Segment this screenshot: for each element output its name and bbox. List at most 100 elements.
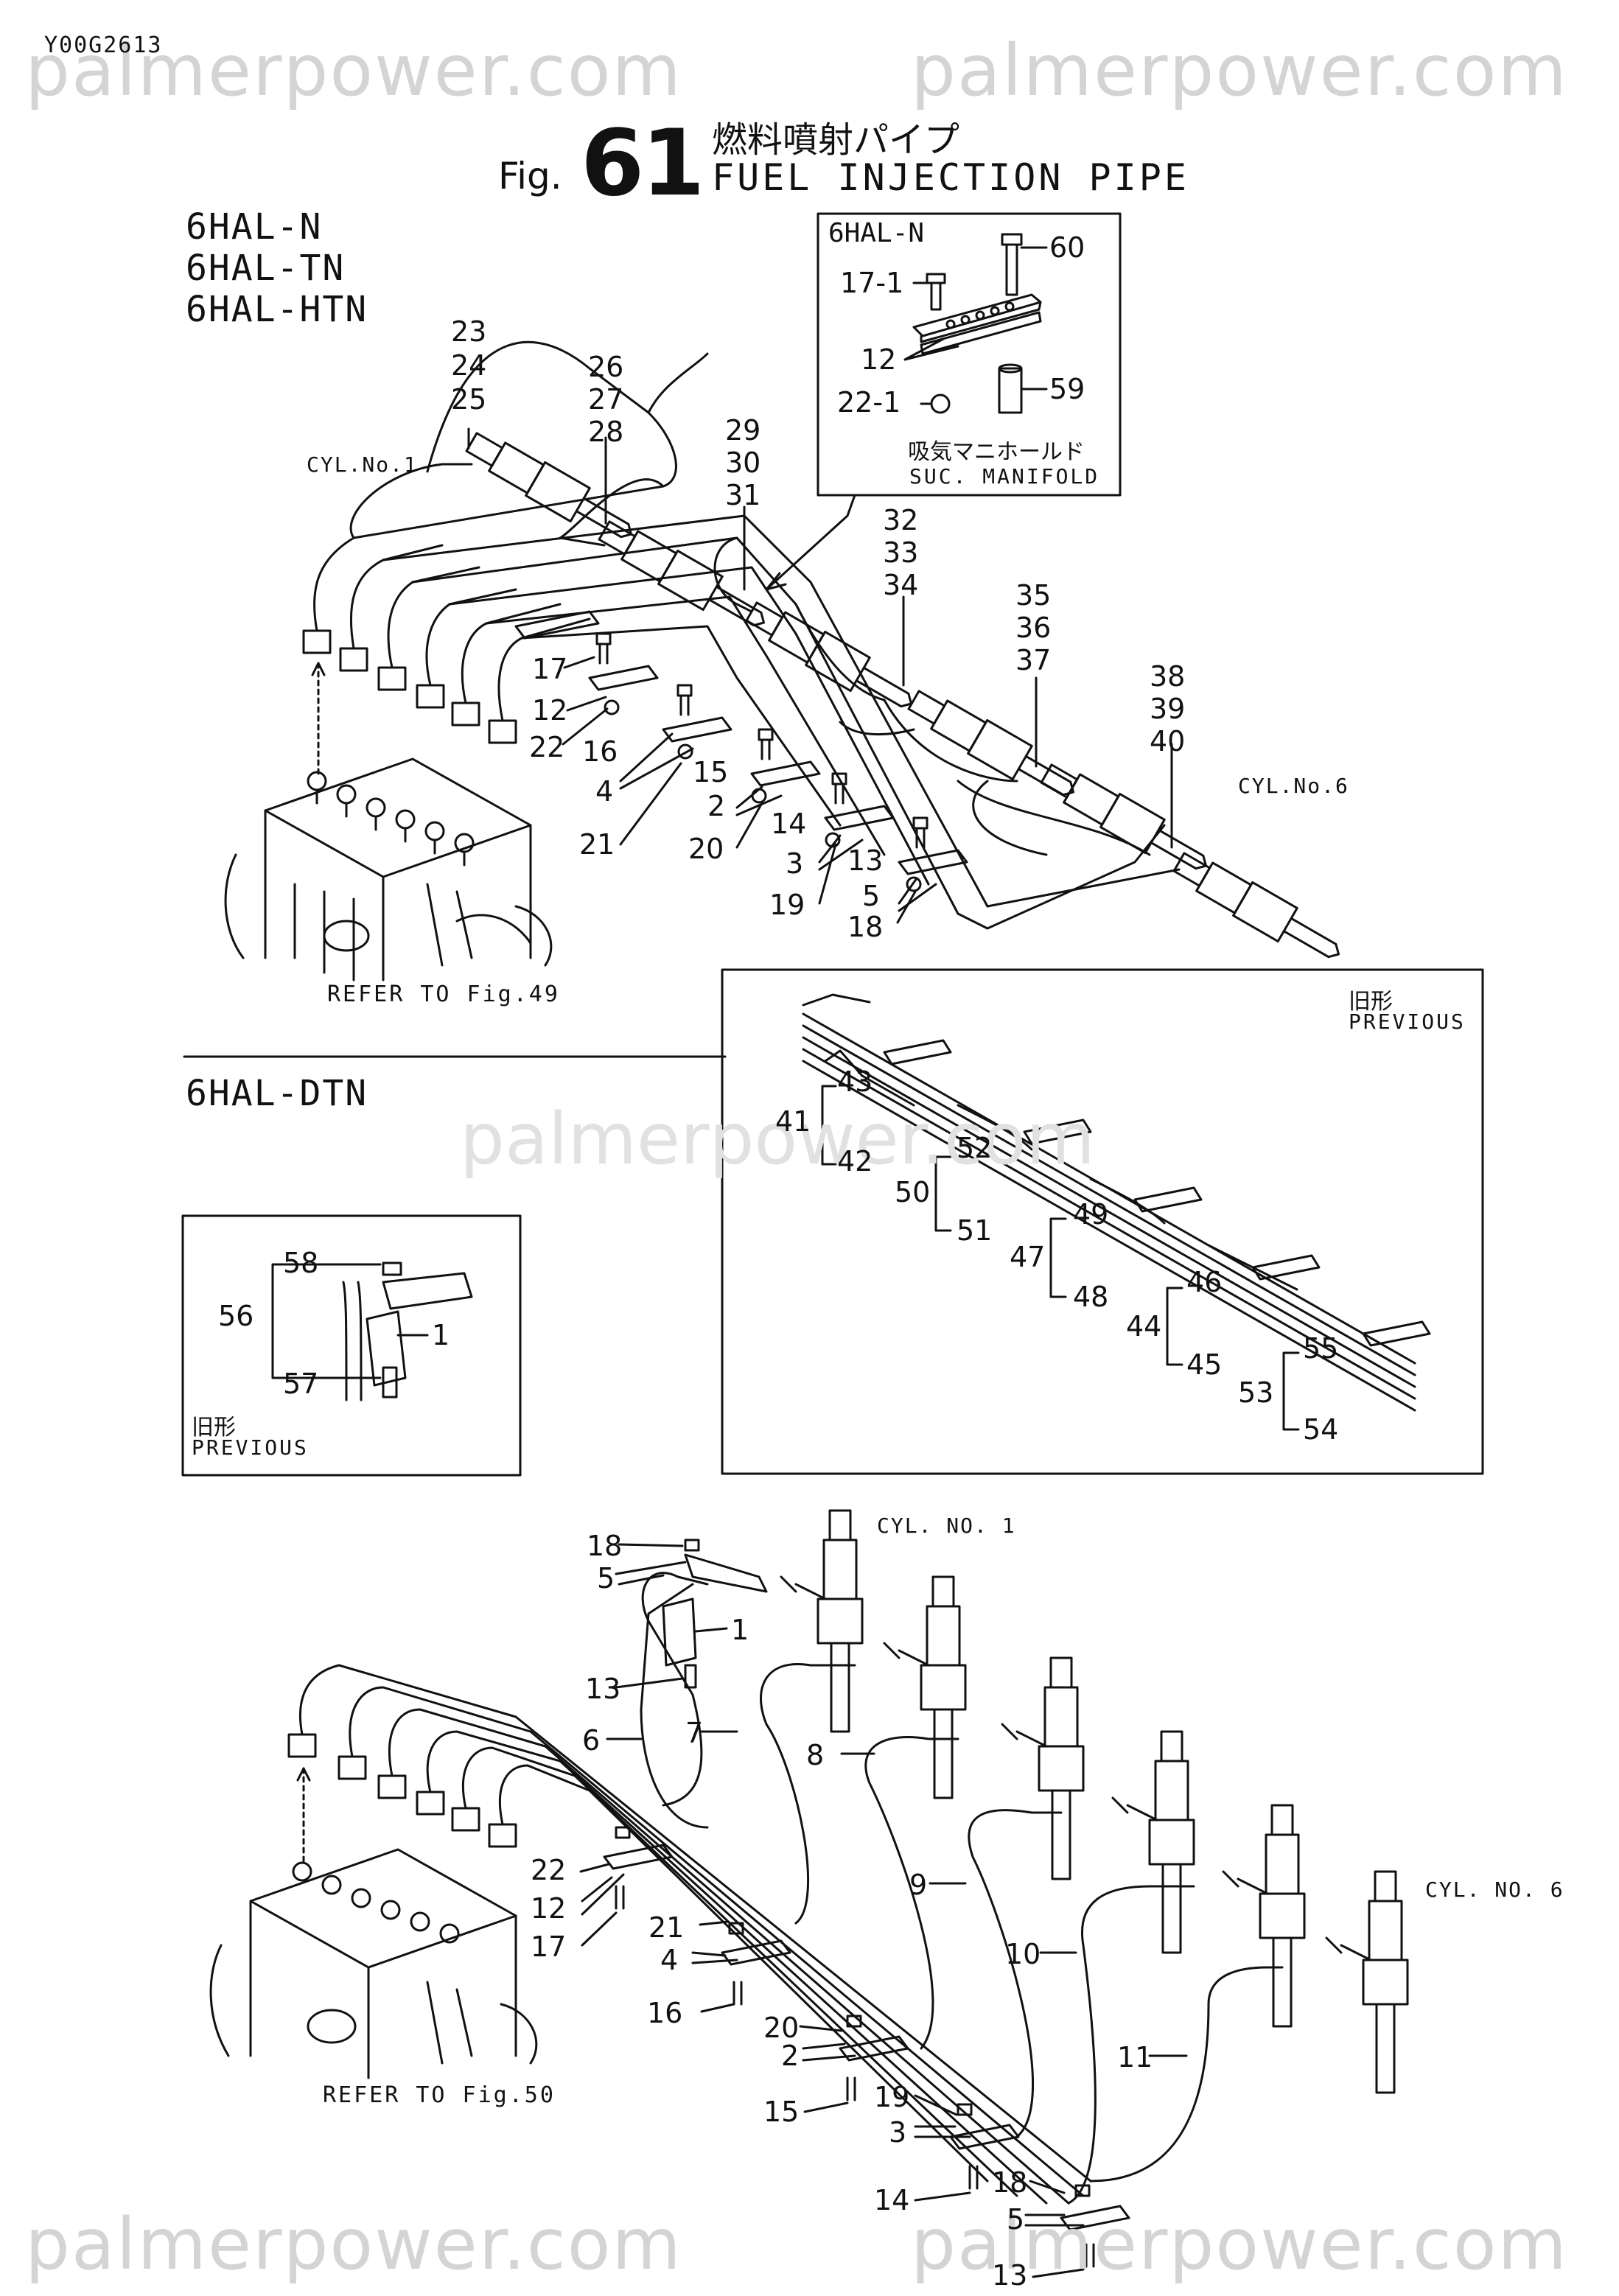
inset-model-label: 6HAL-N (828, 218, 925, 248)
bottom-callout-2: 2 (781, 2040, 800, 2072)
callout-stack-3-b: 30 (725, 447, 761, 479)
callout-stack-5-c: 37 (1015, 644, 1052, 676)
top-refer-note: REFER TO Fig.49 (327, 981, 560, 1007)
model-6hal-htn: 6HAL-HTN (186, 289, 368, 330)
watermark-top-right: palmerpower.com (911, 29, 1568, 112)
figure-number: 61 (581, 111, 705, 217)
bottom-callout-7: 7 (685, 1717, 704, 1749)
bottom-callout-21: 21 (648, 1911, 685, 1944)
figure-title-english: FUEL INJECTION PIPE (712, 156, 1189, 199)
callout-stack-4-c: 34 (883, 569, 919, 601)
small-inset-previous-japanese: 旧形 (192, 1415, 236, 1441)
top-callout-14: 14 (771, 808, 807, 840)
callout-stack-4-a: 32 (883, 504, 919, 536)
top-callout-4: 4 (595, 775, 614, 808)
callout-stack-5-b: 36 (1015, 612, 1052, 644)
clamp-callout-48: 48 (1073, 1281, 1109, 1313)
callout-stack-6-c: 40 (1150, 725, 1186, 757)
callout-stack-1-b: 24 (451, 349, 487, 382)
small-inset-callout-57: 57 (283, 1368, 319, 1400)
inset-callout-12: 12 (861, 343, 897, 376)
clamp-callout-53: 53 (1238, 1376, 1274, 1409)
callout-stack-1-c: 25 (451, 383, 487, 416)
top-cyl-last-label: CYL.No.6 (1238, 774, 1349, 798)
bottom-callout-13a: 13 (585, 1673, 621, 1705)
top-callout-2: 2 (707, 790, 726, 822)
bottom-callout-20: 20 (763, 2012, 800, 2044)
callout-stack-3-c: 31 (725, 479, 761, 511)
top-callout-15: 15 (693, 756, 729, 788)
small-inset-callout-1: 1 (432, 1319, 450, 1351)
bottom-callout-13b: 13 (992, 2259, 1028, 2292)
clamp-callout-45: 45 (1186, 1348, 1223, 1381)
top-cyl-first-label: CYL.No.1 (307, 452, 418, 477)
previous-bracket-drawing (271, 1261, 473, 1401)
inset-manifold-japanese: 吸気マニホールド (908, 439, 1085, 465)
bottom-callout-1: 1 (731, 1614, 749, 1646)
watermark-bottom-left: palmerpower.com (25, 2203, 682, 2286)
bottom-pipe-bundle (287, 1572, 1284, 2205)
bottom-callout-8: 8 (806, 1739, 825, 1771)
bottom-callout-18a: 18 (587, 1530, 623, 1562)
bottom-callout-9: 9 (909, 1869, 928, 1901)
top-callout-16: 16 (582, 735, 618, 768)
model-6hal-n: 6HAL-N (186, 206, 323, 248)
bottom-callout-19: 19 (874, 2081, 910, 2113)
top-injectors (465, 432, 1340, 959)
bottom-pump-block (209, 1848, 538, 2079)
inset-callout-60: 60 (1049, 231, 1085, 264)
top-callout-21: 21 (579, 828, 615, 861)
clamp-callout-46: 46 (1186, 1266, 1223, 1298)
top-callout-22: 22 (529, 731, 565, 763)
clamp-inset-previous-english: PREVIOUS (1349, 1009, 1466, 1034)
clamp-callout-54: 54 (1303, 1413, 1339, 1446)
bottom-callout-16: 16 (647, 1997, 683, 2029)
bottom-callout-5b: 5 (1007, 2203, 1025, 2236)
callout-stack-4-b: 33 (883, 536, 919, 569)
bottom-callout-18b: 18 (992, 2166, 1028, 2199)
manifold-inset-frame (817, 212, 1122, 497)
clamp-callout-44: 44 (1126, 1310, 1162, 1343)
small-inset-callout-56: 56 (218, 1300, 254, 1332)
top-pump-block (224, 757, 553, 981)
top-callout-19: 19 (769, 889, 805, 921)
clamp-callout-47: 47 (1010, 1241, 1046, 1273)
watermark-bottom-right: palmerpower.com (911, 2203, 1568, 2286)
callout-stack-1-a: 23 (451, 315, 487, 348)
bottom-callout-4: 4 (660, 1944, 679, 1976)
callout-stack-5-a: 35 (1015, 579, 1052, 612)
top-callout-3: 3 (786, 847, 804, 880)
clamp-inset-drawing (802, 993, 1431, 1431)
clamp-callout-55: 55 (1303, 1332, 1339, 1365)
bottom-callout-12: 12 (531, 1892, 567, 1925)
top-callout-20: 20 (688, 833, 724, 865)
clamp-callout-50: 50 (895, 1176, 931, 1208)
inset-manifold-english: SUC. MANIFOLD (909, 464, 1100, 489)
clamp-callout-51: 51 (957, 1214, 993, 1247)
clamp-inset-previous-japanese: 旧形 (1349, 989, 1393, 1015)
callout-stack-6-a: 38 (1150, 660, 1186, 693)
bottom-refer-note: REFER TO Fig.50 (323, 2082, 556, 2108)
bottom-cyl-last-label: CYL. NO. 6 (1425, 1877, 1564, 1902)
figure-title-japanese: 燃料噴射パイプ (712, 119, 960, 161)
small-inset-previous-english: PREVIOUS (192, 1435, 309, 1460)
top-callout-5: 5 (862, 880, 881, 912)
bottom-callout-14: 14 (874, 2184, 910, 2216)
top-callout-12: 12 (532, 694, 568, 727)
bottom-callout-6: 6 (582, 1724, 601, 1757)
inset-callout-59: 59 (1049, 373, 1085, 405)
bottom-callout-10: 10 (1005, 1938, 1041, 1970)
previous-inset-frame (181, 1214, 522, 1477)
bottom-callout-3: 3 (889, 2116, 907, 2149)
clamp-callout-43: 43 (837, 1065, 873, 1098)
clamp-callout-42: 42 (837, 1145, 873, 1177)
bottom-cyl-first-label: CYL. NO. 1 (877, 1513, 1016, 1538)
bottom-injectors (780, 1509, 1409, 2094)
clamp-callout-49: 49 (1073, 1198, 1109, 1231)
watermark-top-left: palmerpower.com (25, 29, 682, 112)
top-callout-18: 18 (847, 911, 884, 943)
clamp-callout-52: 52 (957, 1132, 993, 1164)
figure-prefix: Fig. (498, 155, 562, 197)
clamp-callout-41: 41 (775, 1105, 811, 1138)
